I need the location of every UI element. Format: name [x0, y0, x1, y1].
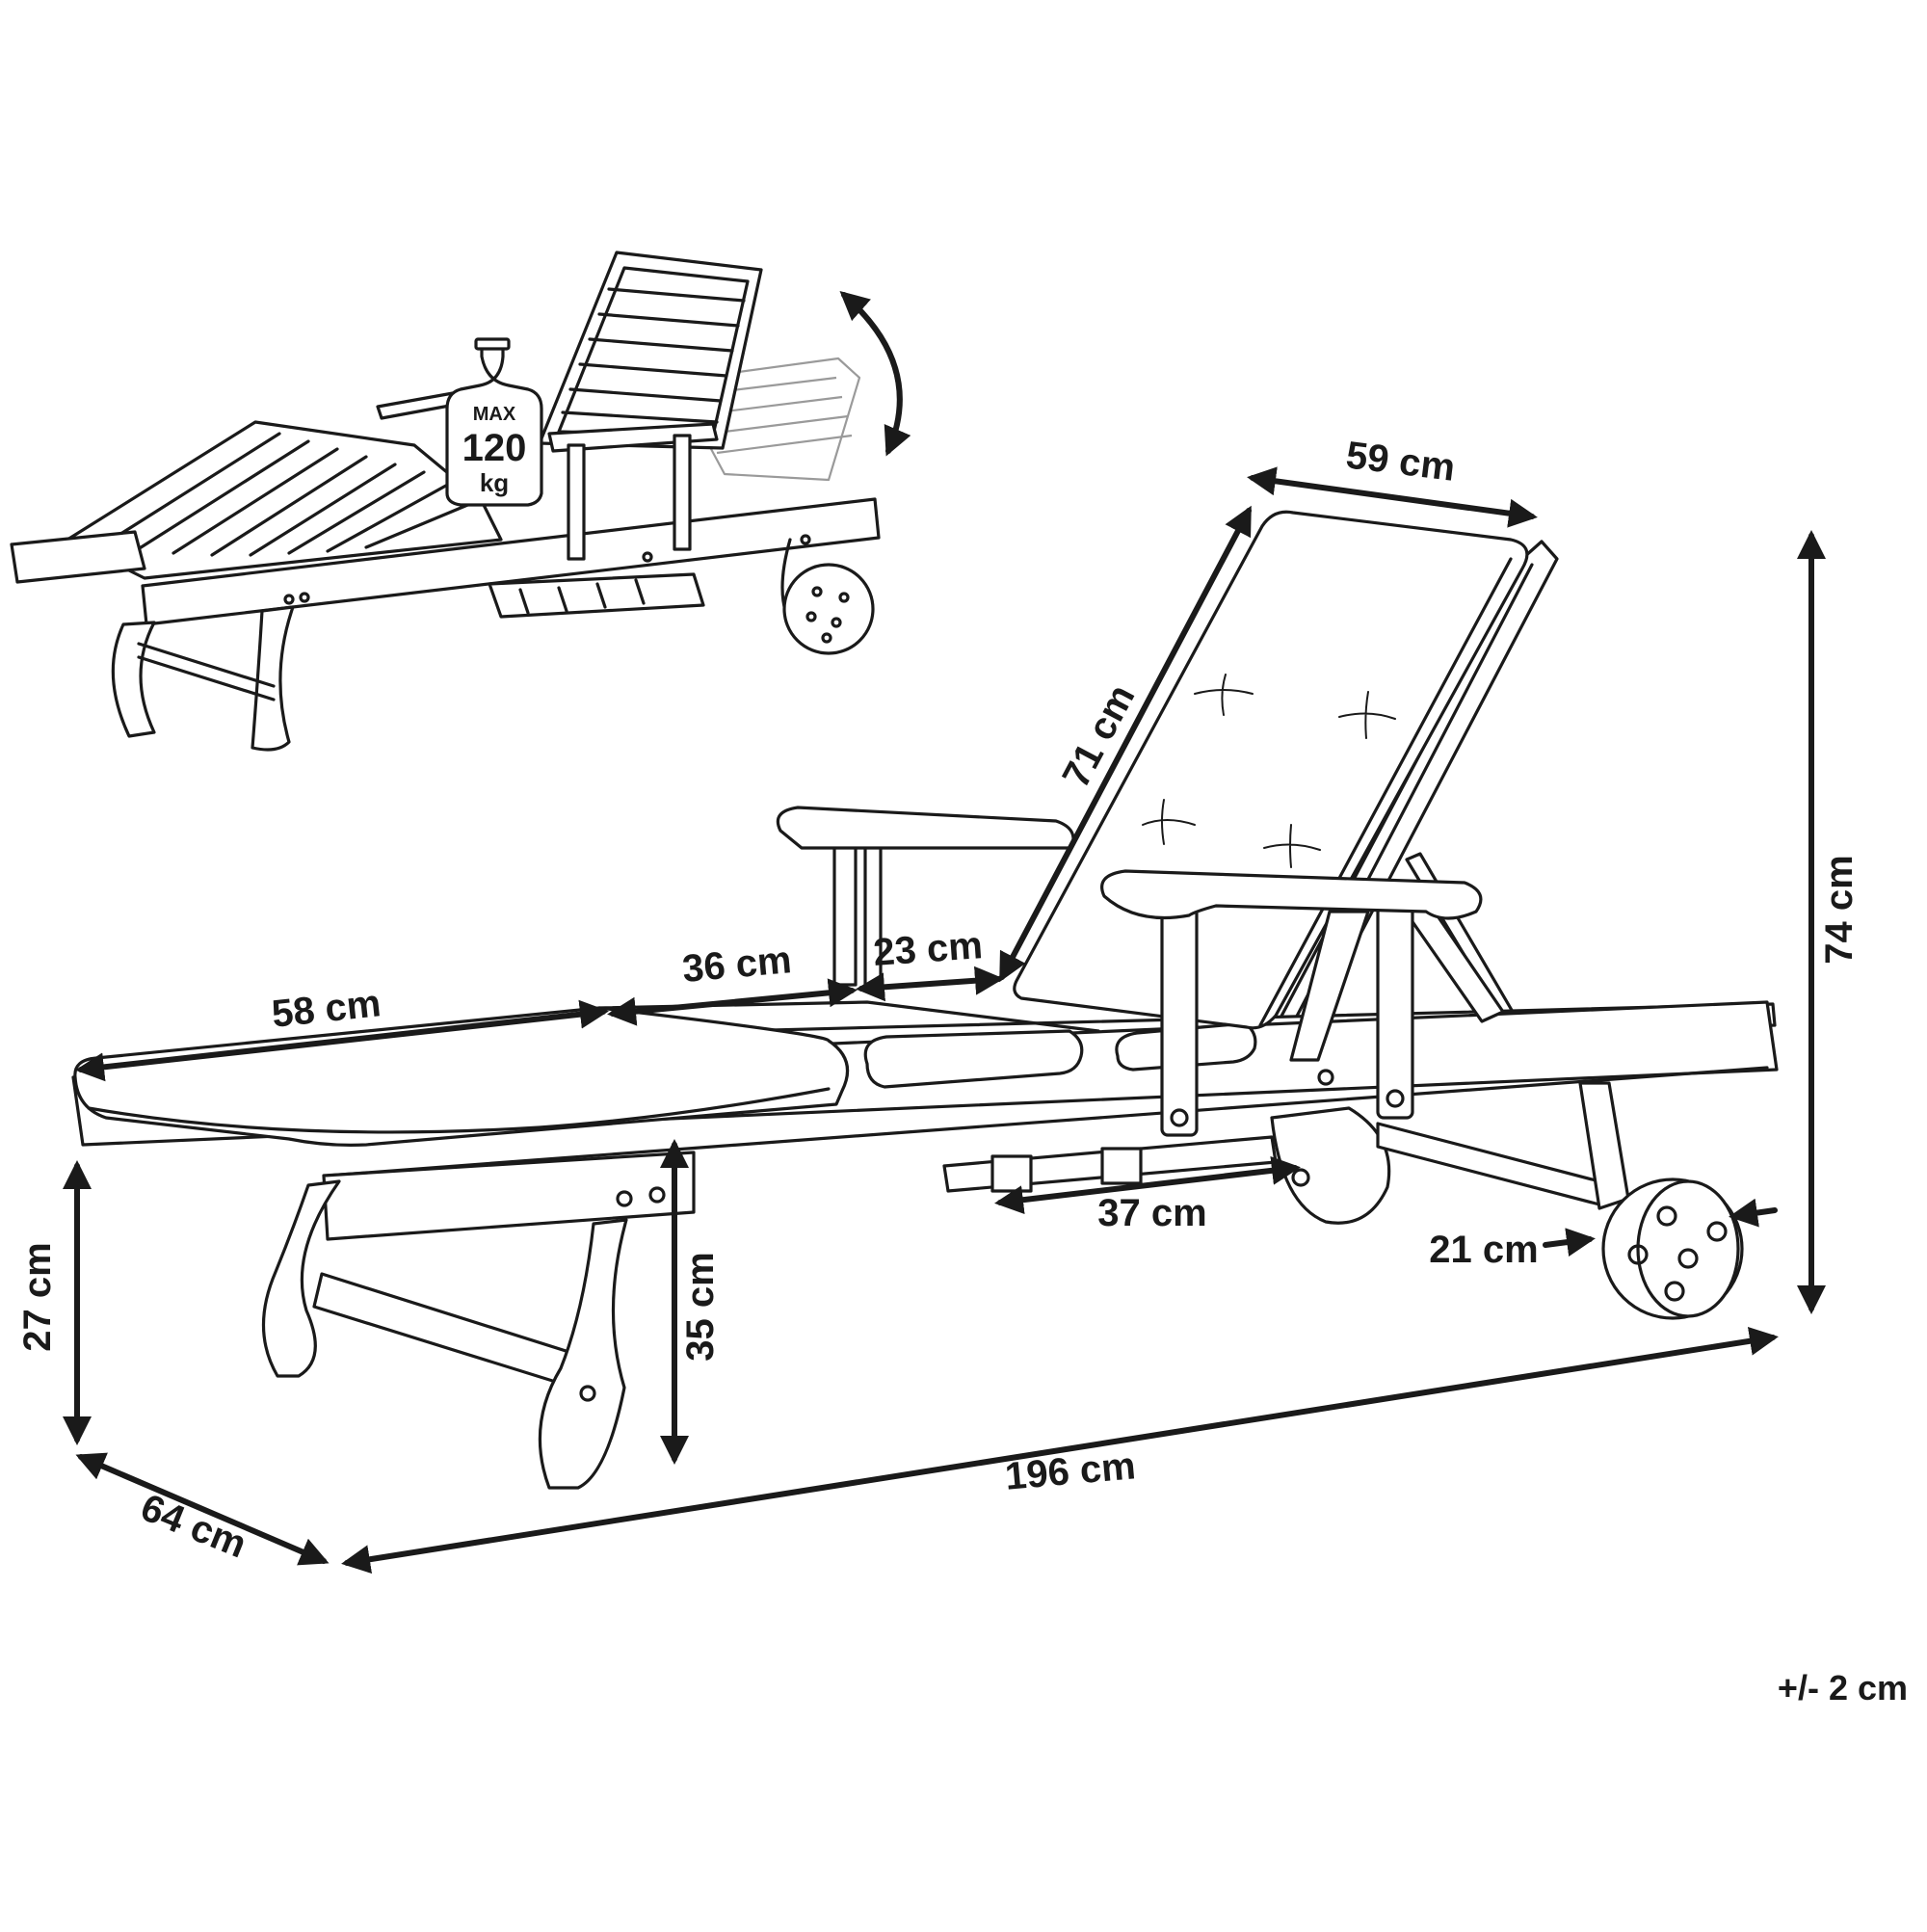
backrest-length-arrow: [999, 505, 1252, 983]
small-side-rail: [141, 497, 881, 626]
small-seat: [66, 420, 503, 580]
front-wheel: [1601, 1178, 1744, 1320]
small-leg-back: [251, 605, 295, 752]
wheel-diameter-arrow-left: [1543, 1228, 1596, 1257]
small-armrest-left: [376, 391, 457, 420]
main-lounger-illustration: [71, 510, 1779, 1490]
small-armrest-right: [547, 422, 719, 453]
max-label: MAX: [473, 404, 516, 425]
seat-height-label: 35 cm: [679, 1252, 722, 1361]
middle-length-label: 36 cm: [680, 939, 793, 991]
small-tray: [488, 572, 705, 619]
tray-length-arrow: [994, 1155, 1301, 1215]
back-wheel: [1270, 1106, 1391, 1225]
total-length-label: 196 cm: [1003, 1444, 1137, 1498]
small-lounger-illustration: [10, 251, 911, 752]
total-length-arrow: [341, 1326, 1779, 1575]
recline-arrow: [839, 291, 911, 457]
max-load-unit: kg: [480, 468, 509, 497]
small-footrest: [10, 530, 146, 584]
small-leg-front: [111, 621, 156, 738]
wheel-diameter-label: 21 cm: [1429, 1229, 1538, 1271]
total-width-arrow: [75, 1452, 330, 1566]
small-wheel: [780, 538, 875, 655]
total-width-label: 64 cm: [135, 1486, 252, 1566]
total-height-label: 74 cm: [1818, 855, 1861, 964]
wheel-diameter-arrow-right: [1729, 1198, 1778, 1228]
middle-length-arrow: [607, 978, 858, 1026]
backrest-width-label: 59 cm: [1344, 434, 1458, 489]
seat-length-arrow: [75, 999, 609, 1082]
max-load-badge: MAX 120 kg: [445, 337, 543, 507]
tray-length-label: 37 cm: [1097, 1192, 1206, 1234]
armrest-height-label: 27 cm: [16, 1242, 59, 1351]
backrest-width-arrow: [1247, 466, 1538, 528]
dimension-lines: [63, 466, 1826, 1575]
tolerance-note: +/- 2 cm: [1778, 1668, 1908, 1707]
knee-length-arrow: [856, 966, 1004, 1002]
max-load-value: 120: [462, 427, 527, 469]
seat-length-label: 58 cm: [270, 982, 383, 1036]
knee-length-label: 23 cm: [872, 924, 984, 974]
upright-backrest: [538, 251, 763, 450]
